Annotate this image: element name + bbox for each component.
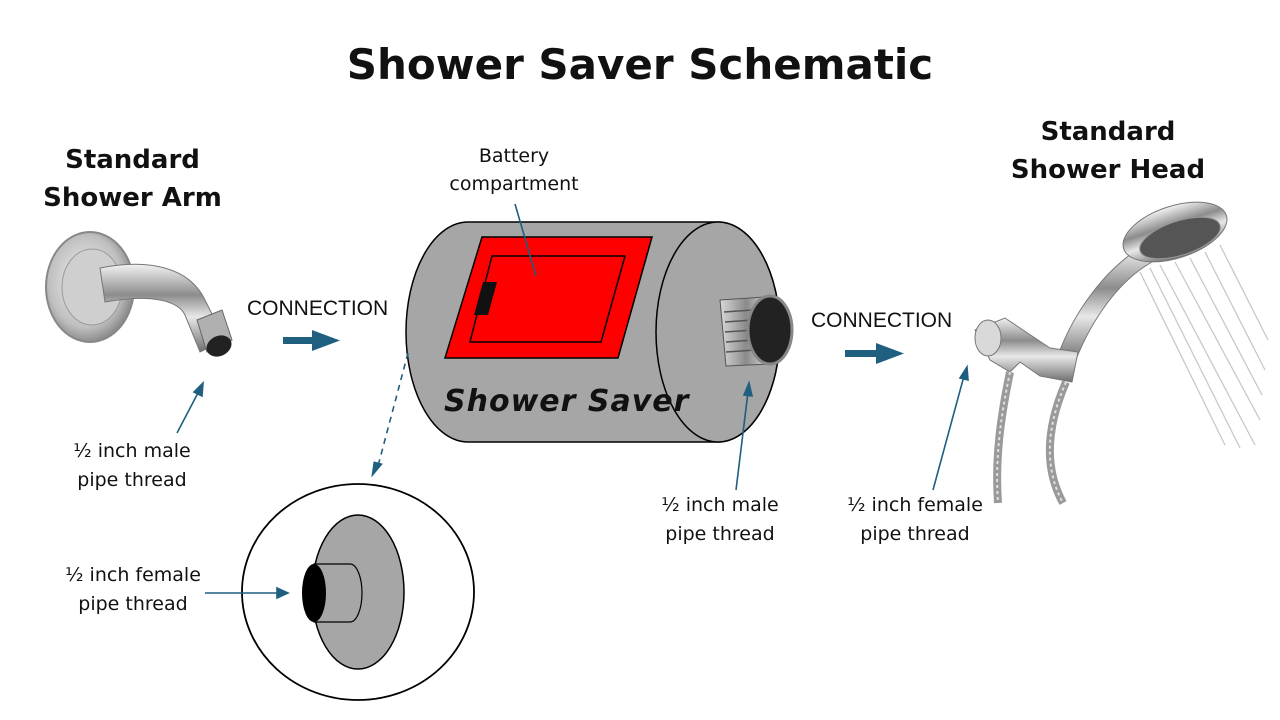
connection-left-arrow — [283, 330, 340, 351]
device-thread-callout-arrow — [735, 380, 754, 491]
shower-arm-heading: Standard Shower Arm — [30, 141, 235, 217]
inlet-thread-line1: ½ inch female — [65, 564, 201, 586]
battery-callout-arrow — [514, 203, 537, 277]
connection-right-label: CONNECTION — [811, 309, 953, 332]
device-male-thread — [719, 294, 794, 367]
battery-compartment — [443, 236, 653, 359]
shower-arm-heading-line2: Shower Arm — [43, 183, 222, 213]
shower-arm-thread-label: ½ inch male pipe thread — [52, 437, 212, 495]
head-thread-callout-arrow — [932, 364, 969, 491]
battery-label-line1: Battery — [478, 145, 550, 167]
inlet-thread-line2: pipe thread — [78, 593, 188, 615]
shower-arm-heading-line1: Standard — [65, 145, 200, 175]
shower-arm-thread-line1: ½ inch male — [73, 440, 191, 462]
shower-head-thread-line1: ½ inch female — [847, 494, 983, 516]
shower-head-image — [974, 201, 1269, 505]
inlet-thread-label: ½ inch female pipe thread — [48, 561, 218, 619]
inlet-detail-view — [241, 483, 475, 701]
shower-arm-thread-callout-arrow — [176, 380, 204, 434]
connection-left-label: CONNECTION — [247, 297, 389, 320]
inlet-detail-pointer — [371, 352, 409, 478]
device-thread-label: ½ inch male pipe thread — [640, 491, 800, 549]
page-title: Shower Saver Schematic — [346, 40, 934, 89]
shower-head-thread-line2: pipe thread — [860, 523, 970, 545]
device-brand-label: Shower Saver — [444, 384, 690, 419]
device-thread-line2: pipe thread — [665, 523, 775, 545]
connection-right-arrow — [845, 343, 904, 364]
shower-arm-thread-line2: pipe thread — [77, 469, 187, 491]
shower-head-thread-label: ½ inch female pipe thread — [830, 491, 1000, 549]
inlet-thread-callout-arrow — [205, 586, 290, 600]
shower-head-heading-line1: Standard — [1040, 117, 1176, 147]
shower-head-heading-line2: Shower Head — [1010, 155, 1206, 185]
battery-label-line2: compartment — [449, 173, 579, 195]
battery-compartment-label: Battery compartment — [433, 142, 595, 199]
shower-head-heading: Standard Shower Head — [1003, 113, 1213, 189]
shower-arm-image — [45, 231, 233, 357]
device-thread-line1: ½ inch male — [661, 494, 779, 516]
